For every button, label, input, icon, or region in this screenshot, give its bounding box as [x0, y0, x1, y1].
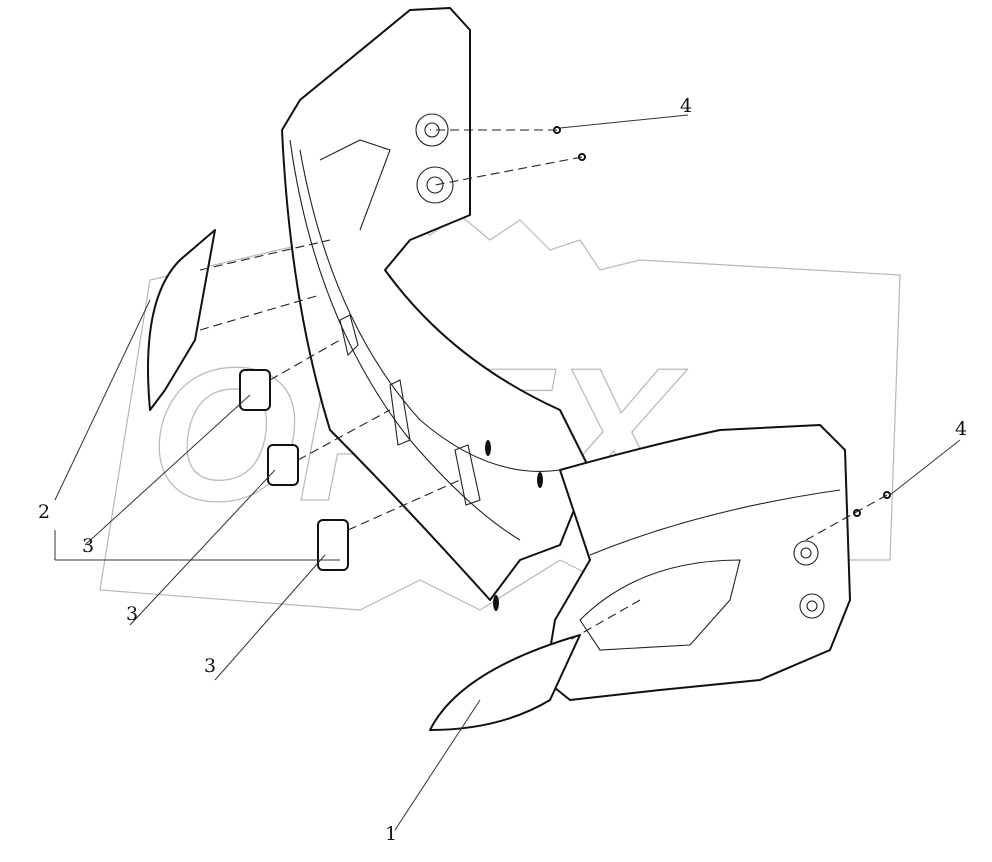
- part-2-lamp: [147, 229, 216, 411]
- part-4-screw: [853, 509, 861, 517]
- callout-3: 3: [126, 603, 138, 625]
- part-3-clip: [239, 369, 271, 411]
- leader-3b: [129, 469, 276, 626]
- leader-1: [394, 699, 481, 831]
- part-body: [281, 7, 591, 611]
- leader-4a: [559, 114, 689, 129]
- part-3-clip: [267, 444, 299, 486]
- callout-4: 4: [955, 418, 967, 440]
- leader-3c: [214, 554, 326, 681]
- leader-3a: [84, 394, 251, 546]
- callout-4: 4: [680, 95, 692, 117]
- leader-4b: [889, 439, 961, 496]
- callout-2: 2: [38, 501, 50, 523]
- assembly-lines: [199, 129, 888, 641]
- callout-3: 3: [204, 655, 216, 677]
- part-1-cover: [429, 634, 581, 731]
- part-3-clip: [317, 519, 349, 571]
- callout-3: 3: [82, 535, 94, 557]
- leader-2: [54, 299, 151, 501]
- part-right-panel: [544, 424, 851, 701]
- callout-1: 1: [385, 823, 397, 845]
